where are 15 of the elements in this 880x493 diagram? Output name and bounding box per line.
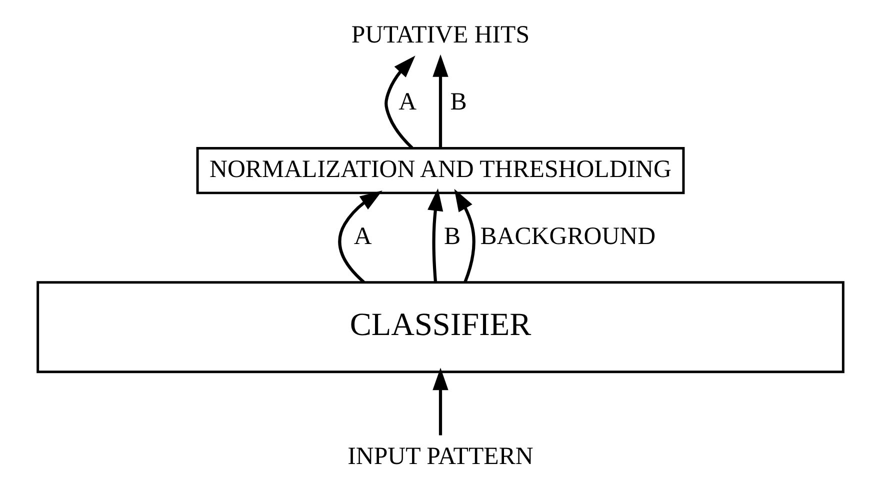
- node-text: PUTATIVE HITS: [350, 21, 530, 48]
- node-box: NORMALIZATION AND THRESHOLDING: [196, 146, 684, 194]
- edge-label: A: [398, 88, 416, 116]
- node-text: INPUT PATTERN: [347, 442, 533, 470]
- edge-label: B: [450, 88, 466, 116]
- arrow: [338, 190, 382, 283]
- arrow: [454, 188, 475, 282]
- edge-label: A: [353, 222, 372, 250]
- arrow: [432, 54, 448, 148]
- arrow: [427, 188, 443, 282]
- node-box: CLASSIFIER: [36, 280, 844, 373]
- arrow: [432, 367, 448, 435]
- arrow: [384, 55, 415, 148]
- edge-label: B: [444, 222, 460, 250]
- edge-label: BACKGROUND: [480, 222, 656, 250]
